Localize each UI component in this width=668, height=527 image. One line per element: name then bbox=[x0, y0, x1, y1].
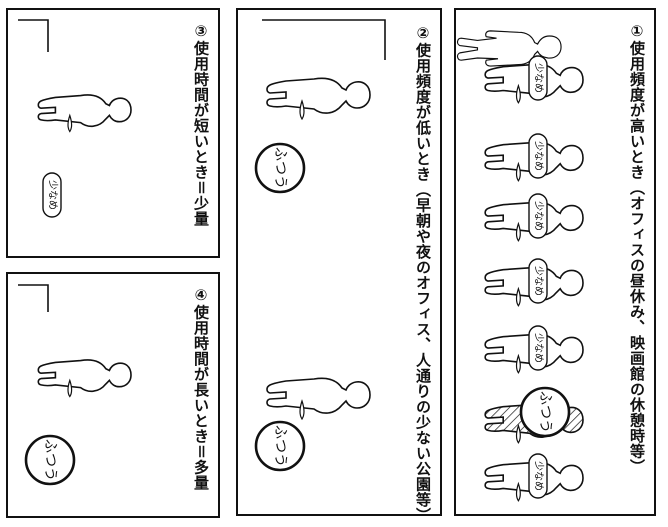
person-figure bbox=[266, 77, 371, 121]
amount-badge: 少なめ bbox=[528, 325, 548, 371]
urinal-wall bbox=[262, 19, 386, 60]
amount-badge: 少なめ bbox=[528, 55, 548, 101]
person-figure bbox=[266, 377, 371, 421]
amount-badge: 少なめ bbox=[528, 133, 548, 179]
amount-badge: ふつう bbox=[24, 434, 76, 486]
amount-badge: 少なめ bbox=[528, 193, 548, 239]
urinal-wall bbox=[18, 284, 49, 312]
panel-caption: ④使用時間が長いとき＝多量 bbox=[192, 286, 210, 491]
person-figure bbox=[37, 359, 132, 398]
badge-label: 少なめ bbox=[533, 63, 545, 93]
panel-caption: ②使用頻度が低いとき（早朝や夜のオフィス、人通りの少ない公園等） bbox=[414, 24, 432, 523]
badge-label: 少なめ bbox=[533, 461, 545, 491]
panel-short-duration: ③使用時間が短いとき＝少量 bbox=[6, 8, 220, 258]
badge-label: ふつう bbox=[272, 425, 288, 467]
badge-label: 少なめ bbox=[533, 141, 545, 171]
amount-badge: 少なめ bbox=[42, 172, 62, 218]
person-figure bbox=[37, 94, 132, 133]
panel-caption: ③使用時間が短いとき＝少量 bbox=[192, 22, 210, 227]
badge-label: 少なめ bbox=[533, 201, 545, 231]
badge-label: ふつう bbox=[272, 147, 288, 189]
urinal-wall bbox=[18, 19, 49, 52]
amount-badge: 少なめ bbox=[528, 258, 548, 304]
amount-badge: ふつう bbox=[519, 386, 571, 438]
badge-label: ふつう bbox=[42, 439, 58, 481]
amount-badge: ふつう bbox=[254, 420, 306, 472]
panel-caption: ①使用頻度が高いとき（オフィスの昼休み、映画館の休憩時等） bbox=[628, 22, 646, 475]
badge-label: ふつう bbox=[537, 391, 553, 433]
amount-badge: ふつう bbox=[254, 142, 306, 194]
badge-label: 少なめ bbox=[533, 266, 545, 296]
badge-label: 少なめ bbox=[47, 180, 59, 210]
badge-label: 少なめ bbox=[533, 333, 545, 363]
amount-badge: 少なめ bbox=[528, 453, 548, 499]
